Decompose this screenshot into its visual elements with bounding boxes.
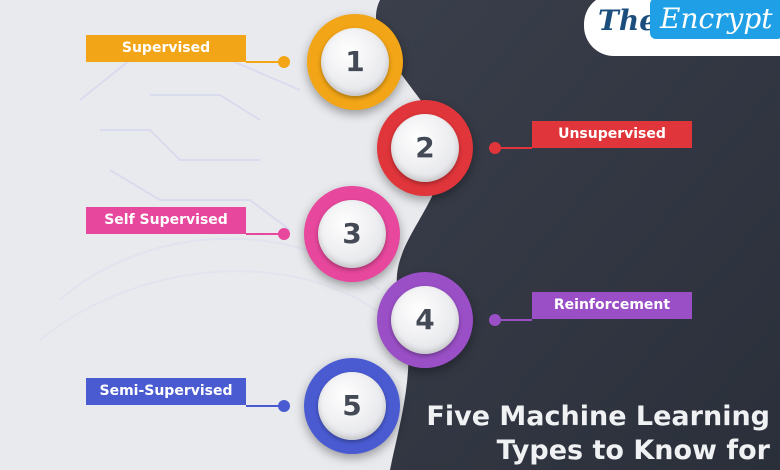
label-reinforcement: Reinforcement xyxy=(532,292,692,319)
label-self-supervised: Self Supervised xyxy=(86,207,246,234)
title-line-1: Five Machine Learning xyxy=(426,401,770,432)
connector-dot xyxy=(278,400,290,412)
label-supervised: Supervised xyxy=(86,35,246,62)
step-circle-3: 3 xyxy=(304,186,400,282)
connector xyxy=(496,147,532,149)
title-line-2: Types to Know for xyxy=(496,435,770,466)
connector xyxy=(246,233,282,235)
step-number: 3 xyxy=(318,200,386,268)
step-circle-2: 2 xyxy=(377,100,473,196)
connector-dot xyxy=(278,56,290,68)
connector-dot xyxy=(278,228,290,240)
step-circle-5: 5 xyxy=(304,358,400,454)
step-circle-4: 4 xyxy=(377,272,473,368)
step-number: 2 xyxy=(391,114,459,182)
logo-text-encrypt: Encrypt xyxy=(650,0,780,39)
step-circle-1: 1 xyxy=(307,14,403,110)
connector-dot xyxy=(489,314,501,326)
connector xyxy=(496,319,532,321)
connector-dot xyxy=(489,142,501,154)
step-number: 4 xyxy=(391,286,459,354)
title: Five Machine Learning Types to Know for xyxy=(426,400,770,468)
step-number: 1 xyxy=(321,28,389,96)
dark-panel xyxy=(375,0,780,470)
connector xyxy=(246,405,282,407)
logo-text-the: The xyxy=(598,4,658,37)
label-semi-supervised: Semi-Supervised xyxy=(86,378,246,405)
logo: The Encrypt xyxy=(584,0,780,56)
connector xyxy=(246,61,282,63)
label-unsupervised: Unsupervised xyxy=(532,121,692,148)
step-number: 5 xyxy=(318,372,386,440)
